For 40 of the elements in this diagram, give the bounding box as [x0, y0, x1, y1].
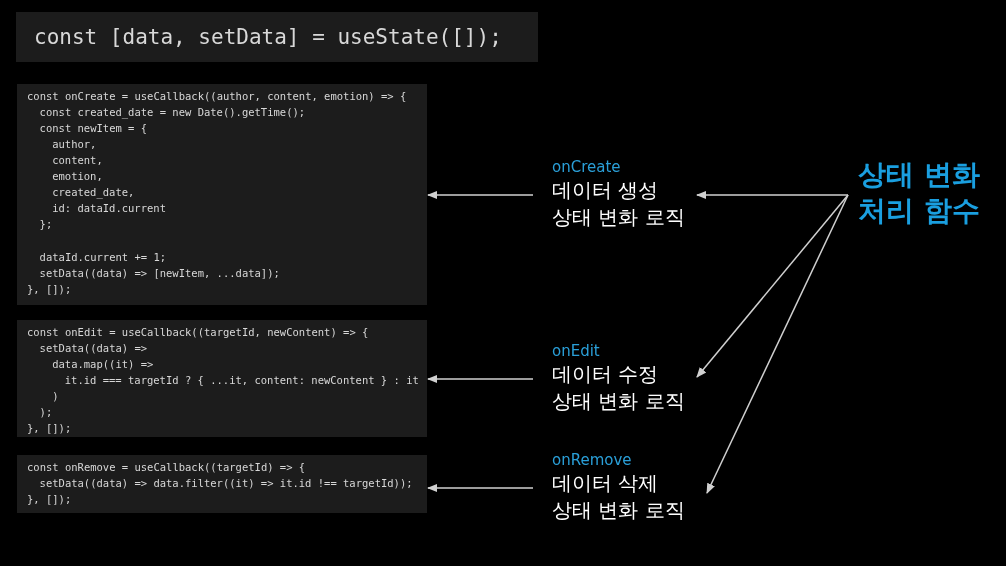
arrow [426, 190, 534, 200]
code-line: dataId.current += 1; [39, 250, 167, 264]
function-name: onRemove [552, 450, 632, 470]
description-text: 데이터 수정 상태 변화 로직 [552, 361, 686, 415]
code-line: emotion, [52, 169, 103, 183]
code-line: data.map((it) => [52, 357, 154, 371]
code-line: const onCreate = useCallback((author, content, emotion) => { [27, 89, 407, 103]
code-block [17, 84, 427, 305]
code-line: }, []); [27, 492, 72, 506]
code-block [16, 12, 538, 62]
code-line: ); [39, 405, 53, 419]
code-line: setData((data) => data.filter((it) => it.id !== targetId)); [39, 476, 413, 490]
code-block [17, 320, 427, 437]
function-name: onCreate [552, 157, 621, 177]
code-line: id: dataId.current [52, 201, 166, 215]
arrow [426, 483, 534, 493]
code-line: }; [39, 217, 53, 231]
code-block [17, 455, 427, 513]
code-line: const created_date = new Date().getTime(); [39, 105, 306, 119]
code-line: setData((data) => [newItem, ...data]); [39, 266, 280, 280]
code-line: author, [52, 137, 97, 151]
arrow [696, 194, 849, 378]
code-line: const newItem = { [39, 121, 148, 135]
code-line: const onRemove = useCallback((targetId) => { [27, 460, 306, 474]
code-line: created_date, [52, 185, 135, 199]
code-line: }, []); [27, 421, 72, 435]
code-line: setData((data) => [39, 341, 148, 355]
code-line: const [data, setData] = useState([]); [34, 24, 502, 51]
code-line: }, []); [27, 282, 72, 296]
arrow [426, 374, 534, 384]
function-name: onEdit [552, 341, 600, 361]
description-text: 데이터 생성 상태 변화 로직 [552, 177, 686, 231]
code-line: content, [52, 153, 103, 167]
code-line: ) [52, 389, 59, 403]
heading-text: 상태 변화 처리 함수 [858, 157, 981, 229]
arrow [695, 190, 849, 200]
description-text: 데이터 삭제 상태 변화 로직 [552, 470, 686, 524]
code-line: it.id === targetId ? { ...it, content: newContent } : it [64, 373, 419, 387]
code-line: const onEdit = useCallback((targetId, newContent) => { [27, 325, 369, 339]
arrow [706, 194, 849, 494]
